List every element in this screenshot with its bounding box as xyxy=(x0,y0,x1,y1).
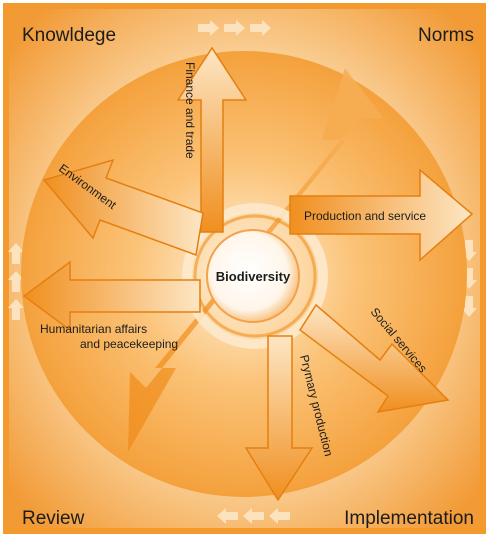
arrow-primary-production xyxy=(244,335,314,502)
arrow-social-services xyxy=(298,303,450,414)
corner-top-left: Knowldege xyxy=(22,25,116,46)
label-humanitarian-line1: Humanitarian affairs xyxy=(40,322,147,336)
corner-bottom-left: Review xyxy=(22,508,85,529)
arrow-humanitarian xyxy=(22,260,201,332)
center-label: Biodiversity xyxy=(216,269,291,284)
arrow-production-service xyxy=(289,168,474,262)
diagonal-double-arrow xyxy=(128,68,383,452)
label-production-service: Production and service xyxy=(304,209,426,223)
label-finance: Finance and trade xyxy=(183,62,197,159)
corner-top-right: Norms xyxy=(418,25,474,46)
bottom-flow-arrows xyxy=(217,508,290,524)
hub-circle xyxy=(206,229,300,323)
corner-bottom-right: Implementation xyxy=(344,508,474,529)
label-humanitarian-line2: and peacekeeping xyxy=(80,337,178,351)
left-flow-arrows xyxy=(8,243,24,320)
swirl-rings xyxy=(182,203,328,349)
arrow-finance xyxy=(176,46,248,233)
top-flow-arrows xyxy=(198,20,271,36)
swirl-edge xyxy=(193,214,317,338)
arrow-environment xyxy=(42,158,204,257)
